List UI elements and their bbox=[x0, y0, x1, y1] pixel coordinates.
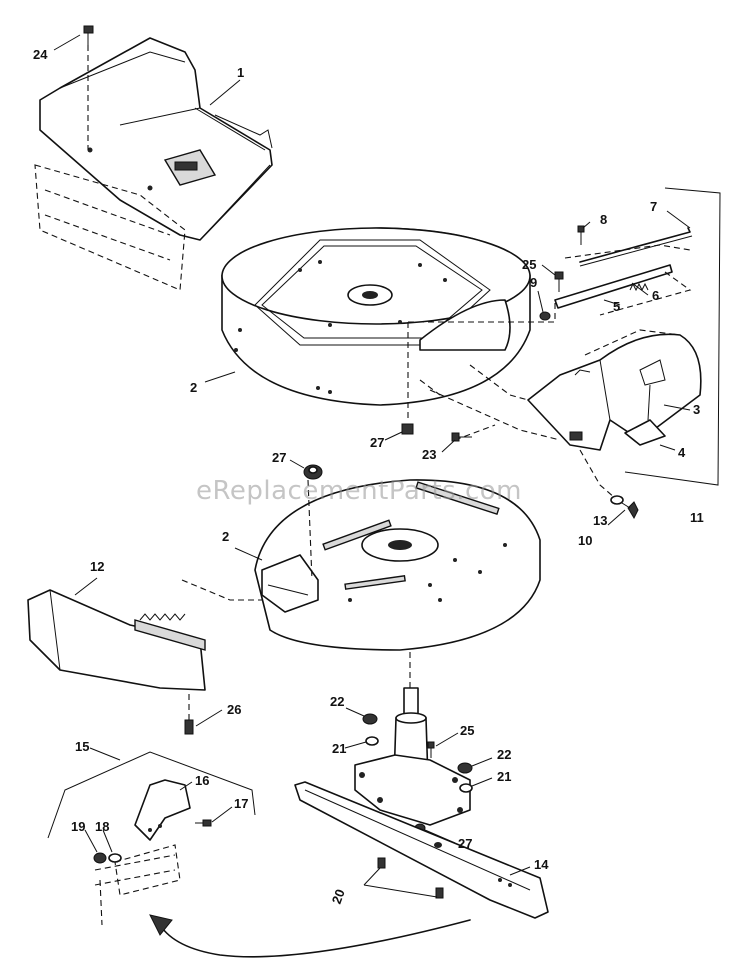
part-22-nut-left bbox=[362, 713, 378, 725]
part-25-bolt-lower bbox=[427, 741, 435, 758]
callout-21-left: 21 bbox=[332, 741, 347, 756]
callout-9: 9 bbox=[530, 275, 538, 290]
part-16-mulch-plate bbox=[134, 779, 191, 841]
mount-detail-dashed bbox=[94, 844, 181, 926]
part-22-nut-right bbox=[457, 762, 473, 774]
callout-11: 11 bbox=[690, 510, 704, 525]
part-21-washer-left bbox=[365, 736, 379, 746]
callout-1: 1 bbox=[237, 65, 245, 80]
callout-6: 6 bbox=[652, 288, 660, 303]
part-13-washer bbox=[610, 495, 624, 505]
assembly-guide-lines-upper bbox=[407, 300, 681, 499]
part-25-bolt-upper bbox=[554, 271, 564, 292]
callout-24: 24 bbox=[33, 47, 48, 62]
watermark-text: eReplacementParts.com bbox=[196, 476, 523, 506]
callout-15: 15 bbox=[75, 739, 90, 754]
callout-8: 8 bbox=[600, 212, 608, 227]
callout-27-mid: 27 bbox=[272, 450, 287, 465]
callout-23: 23 bbox=[422, 447, 437, 462]
spindle-assembly bbox=[354, 687, 471, 826]
callout-3: 3 bbox=[693, 402, 701, 417]
callout-2-upper: 2 bbox=[190, 380, 198, 395]
part-3-deflector bbox=[527, 333, 702, 451]
part-9-nut bbox=[539, 311, 551, 321]
callout-7: 7 bbox=[650, 199, 658, 214]
part-27-nut-mid bbox=[303, 464, 323, 480]
part-11-group-bracket bbox=[624, 187, 721, 486]
part-26-bolt bbox=[184, 690, 194, 735]
part-27-nut-upper bbox=[401, 423, 414, 435]
callout-22-left: 22 bbox=[330, 694, 345, 709]
part-2-lower-deck bbox=[254, 479, 541, 651]
part-14-blade bbox=[294, 781, 549, 919]
callout-14: 14 bbox=[534, 857, 549, 872]
part-12-side-chute bbox=[27, 589, 206, 691]
callout-27-lower: 27 bbox=[458, 836, 473, 851]
callout-21-right: 21 bbox=[497, 769, 512, 784]
part-15-kit-bracket bbox=[47, 751, 256, 839]
callout-leaders bbox=[53, 34, 691, 876]
part-20-bolts bbox=[363, 857, 444, 899]
part-6-spring bbox=[629, 282, 649, 292]
part-8-screw bbox=[577, 225, 585, 245]
part-10-wing-nut bbox=[627, 501, 639, 520]
callout-25-lower: 25 bbox=[460, 723, 475, 738]
callout-25-upper: 25 bbox=[522, 257, 537, 272]
callout-13: 13 bbox=[593, 513, 608, 528]
curved-indicator-arrow bbox=[149, 914, 471, 958]
part-19-nut bbox=[93, 852, 107, 864]
part-2-upper-deck bbox=[221, 227, 531, 406]
callout-19: 19 bbox=[71, 819, 86, 834]
callout-27-upper: 27 bbox=[370, 435, 385, 450]
part-5-bracket bbox=[554, 244, 692, 316]
callout-17: 17 bbox=[234, 796, 249, 811]
callout-18: 18 bbox=[95, 819, 110, 834]
part-4-flap bbox=[624, 419, 666, 446]
callout-22-right: 22 bbox=[497, 747, 512, 762]
callout-26: 26 bbox=[227, 702, 242, 717]
part-21-washer-right bbox=[459, 783, 473, 793]
callout-2-lower: 2 bbox=[222, 529, 230, 544]
part-23-bolt bbox=[451, 432, 472, 442]
part-1-top-housing bbox=[34, 37, 273, 291]
part-17-screw bbox=[195, 819, 212, 827]
callout-10: 10 bbox=[578, 533, 593, 548]
callout-16: 16 bbox=[195, 773, 210, 788]
part-24-bolt bbox=[83, 25, 94, 150]
callout-12: 12 bbox=[90, 559, 105, 574]
callout-5: 5 bbox=[613, 299, 621, 314]
part-7-rod bbox=[579, 227, 693, 267]
callout-4: 4 bbox=[678, 445, 686, 460]
assembly-guide-lines-lower bbox=[181, 479, 411, 690]
